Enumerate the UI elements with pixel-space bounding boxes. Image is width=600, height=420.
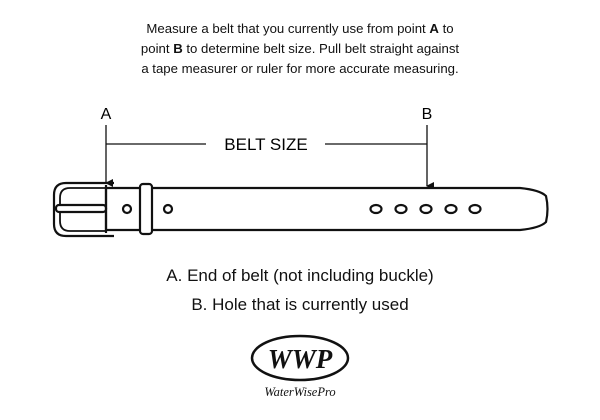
hole — [468, 203, 482, 215]
belt-keeper — [138, 182, 154, 236]
label-b: B — [422, 106, 433, 123]
logo-mark: WWP — [268, 344, 333, 374]
hole — [162, 203, 174, 215]
belt-strap — [104, 186, 549, 232]
logo-ellipse — [250, 334, 350, 382]
belt — [52, 181, 549, 238]
text: to determine belt size. Pull belt straig… — [182, 41, 460, 56]
point-a-bold: A — [429, 21, 439, 36]
text: point — [140, 41, 174, 56]
legend-a: A. End of belt (not including buckle) — [166, 266, 434, 285]
instruction-line-1: Measure a belt that you currently use fr… — [0, 19, 600, 39]
hole — [369, 203, 383, 215]
buckle-frame — [52, 181, 114, 238]
hole — [394, 203, 408, 215]
brand-name: WaterWisePro — [264, 385, 336, 399]
instructions: Measure a belt that you currently use fr… — [0, 19, 600, 79]
instruction-line-2: point B to determine belt size. Pull bel… — [0, 39, 600, 59]
text: Measure a belt that you currently use fr… — [146, 21, 430, 36]
buckle-prong — [54, 203, 108, 214]
legend-b: B. Hole that is currently used — [191, 295, 409, 314]
belt-size-label: BELT SIZE — [224, 135, 307, 154]
label-a: A — [101, 106, 112, 123]
hole — [419, 203, 433, 215]
hole — [444, 203, 458, 215]
text: to — [438, 21, 454, 36]
instruction-line-3: a tape measurer or ruler for more accura… — [141, 61, 459, 76]
point-b-bold: B — [173, 41, 183, 56]
hole — [121, 203, 133, 215]
